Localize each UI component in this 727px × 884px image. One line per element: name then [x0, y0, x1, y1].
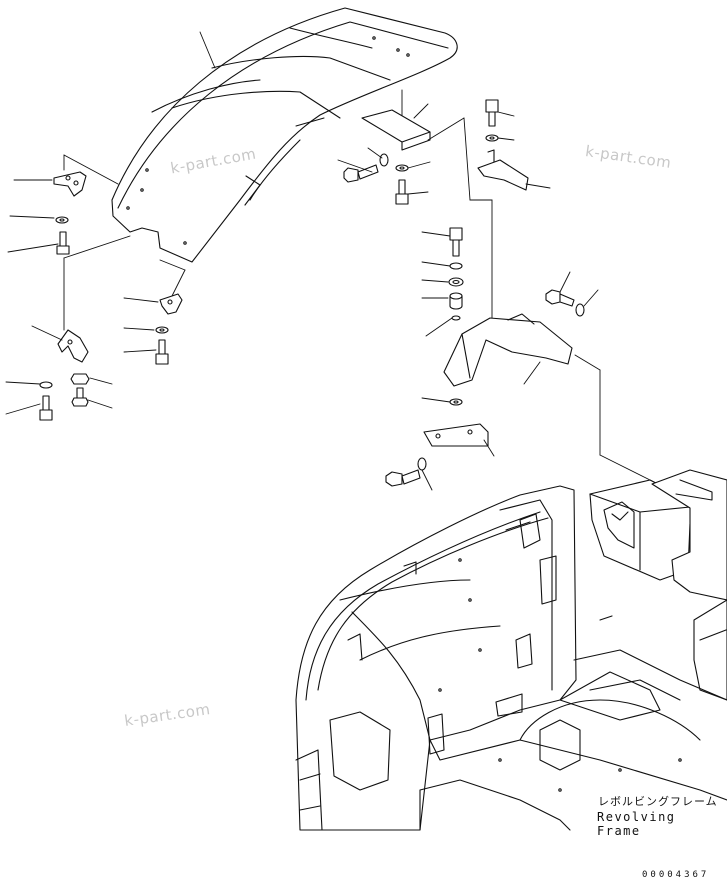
right-bolt-horizontal [545, 289, 575, 307]
frame-label-english: Revolving Frame [597, 810, 676, 838]
left-callouts [5, 179, 159, 415]
left-bolt-2 [155, 339, 169, 365]
right-bolt-top [485, 99, 499, 127]
right-washer-stack-1 [449, 262, 463, 270]
left-washer-3 [39, 381, 53, 389]
left-nut-1 [70, 373, 90, 385]
left-bolt-3 [39, 395, 53, 421]
frame-label-japanese: レボルビングフレーム [598, 795, 718, 808]
right-bolt-stack [449, 227, 463, 257]
left-washer-1 [55, 216, 69, 224]
right-bracket-main [443, 313, 573, 387]
right-callouts [421, 111, 599, 491]
left-bracket-upper [53, 171, 87, 197]
right-plate-lower [423, 423, 489, 447]
left-bolt-1 [56, 231, 70, 255]
center-callouts [337, 103, 431, 195]
frame-side-box [589, 479, 701, 581]
right-washer-top [485, 134, 499, 142]
left-bracket-lower [57, 329, 89, 363]
fender-cover [111, 7, 458, 263]
right-washer-lower-2 [417, 457, 427, 471]
left-bolt-4 [71, 387, 89, 407]
right-spacer [449, 292, 463, 310]
revolving-frame [295, 485, 727, 831]
center-washer-1 [379, 153, 389, 167]
center-bolt-vertical [395, 179, 409, 205]
drawing-number: 00004367 [642, 870, 710, 880]
center-bolt-horizontal [343, 164, 379, 183]
right-washer-lower [449, 398, 463, 406]
center-washer-2 [395, 164, 409, 172]
right-washer-stack-2 [448, 277, 464, 287]
right-washer-horizontal [575, 303, 585, 317]
right-washer-stack-3 [451, 315, 461, 321]
frame-right-panel [651, 469, 727, 701]
leader-lines [63, 31, 661, 486]
right-bracket-top [477, 149, 529, 191]
left-washer-2 [155, 326, 169, 334]
right-bolt-lower [385, 469, 421, 487]
left-bracket-mid [159, 293, 183, 315]
center-plate-upper [361, 109, 431, 151]
